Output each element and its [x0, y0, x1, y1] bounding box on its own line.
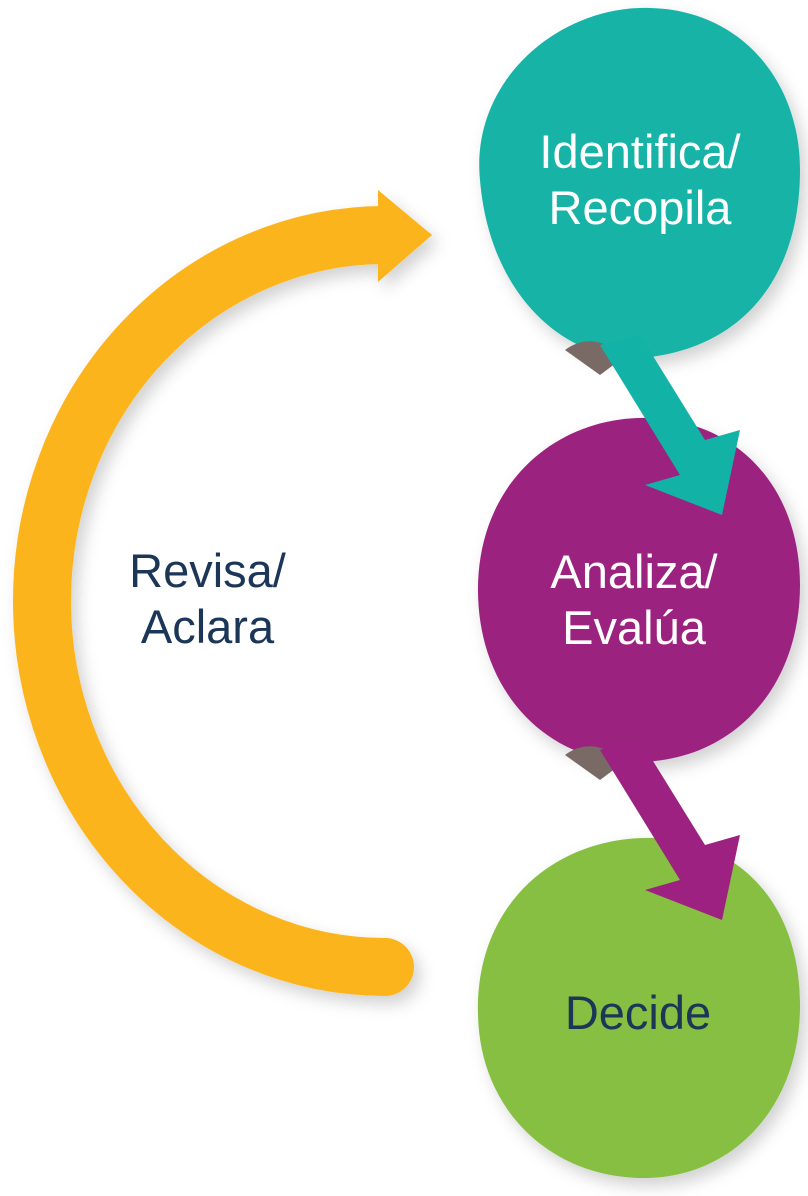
- step-identify-label: Identifica/ Recopila: [480, 124, 800, 236]
- identify-to-analyze-arrow: [565, 335, 740, 515]
- revise-loop-arrow: [13, 190, 432, 996]
- step-analyze-line1: Analiza/: [550, 545, 718, 598]
- step-decide-line1: Decide: [564, 986, 712, 1039]
- step-identify-line2: Recopila: [548, 181, 732, 234]
- loop-revise-label: Revisa/ Aclara: [60, 543, 355, 655]
- identify-blob: [479, 7, 800, 359]
- decide-blob: [477, 837, 801, 1179]
- loop-revise-line2: Aclara: [140, 600, 275, 653]
- analyze-to-decide-arrow: [565, 740, 740, 920]
- step-decide-label: Decide: [478, 985, 798, 1041]
- step-identify-line1: Identifica/: [539, 125, 741, 178]
- step-analyze-label: Analiza/ Evalúa: [478, 544, 790, 656]
- loop-revise-line1: Revisa/: [129, 544, 286, 597]
- step-analyze-line2: Evalúa: [562, 601, 706, 654]
